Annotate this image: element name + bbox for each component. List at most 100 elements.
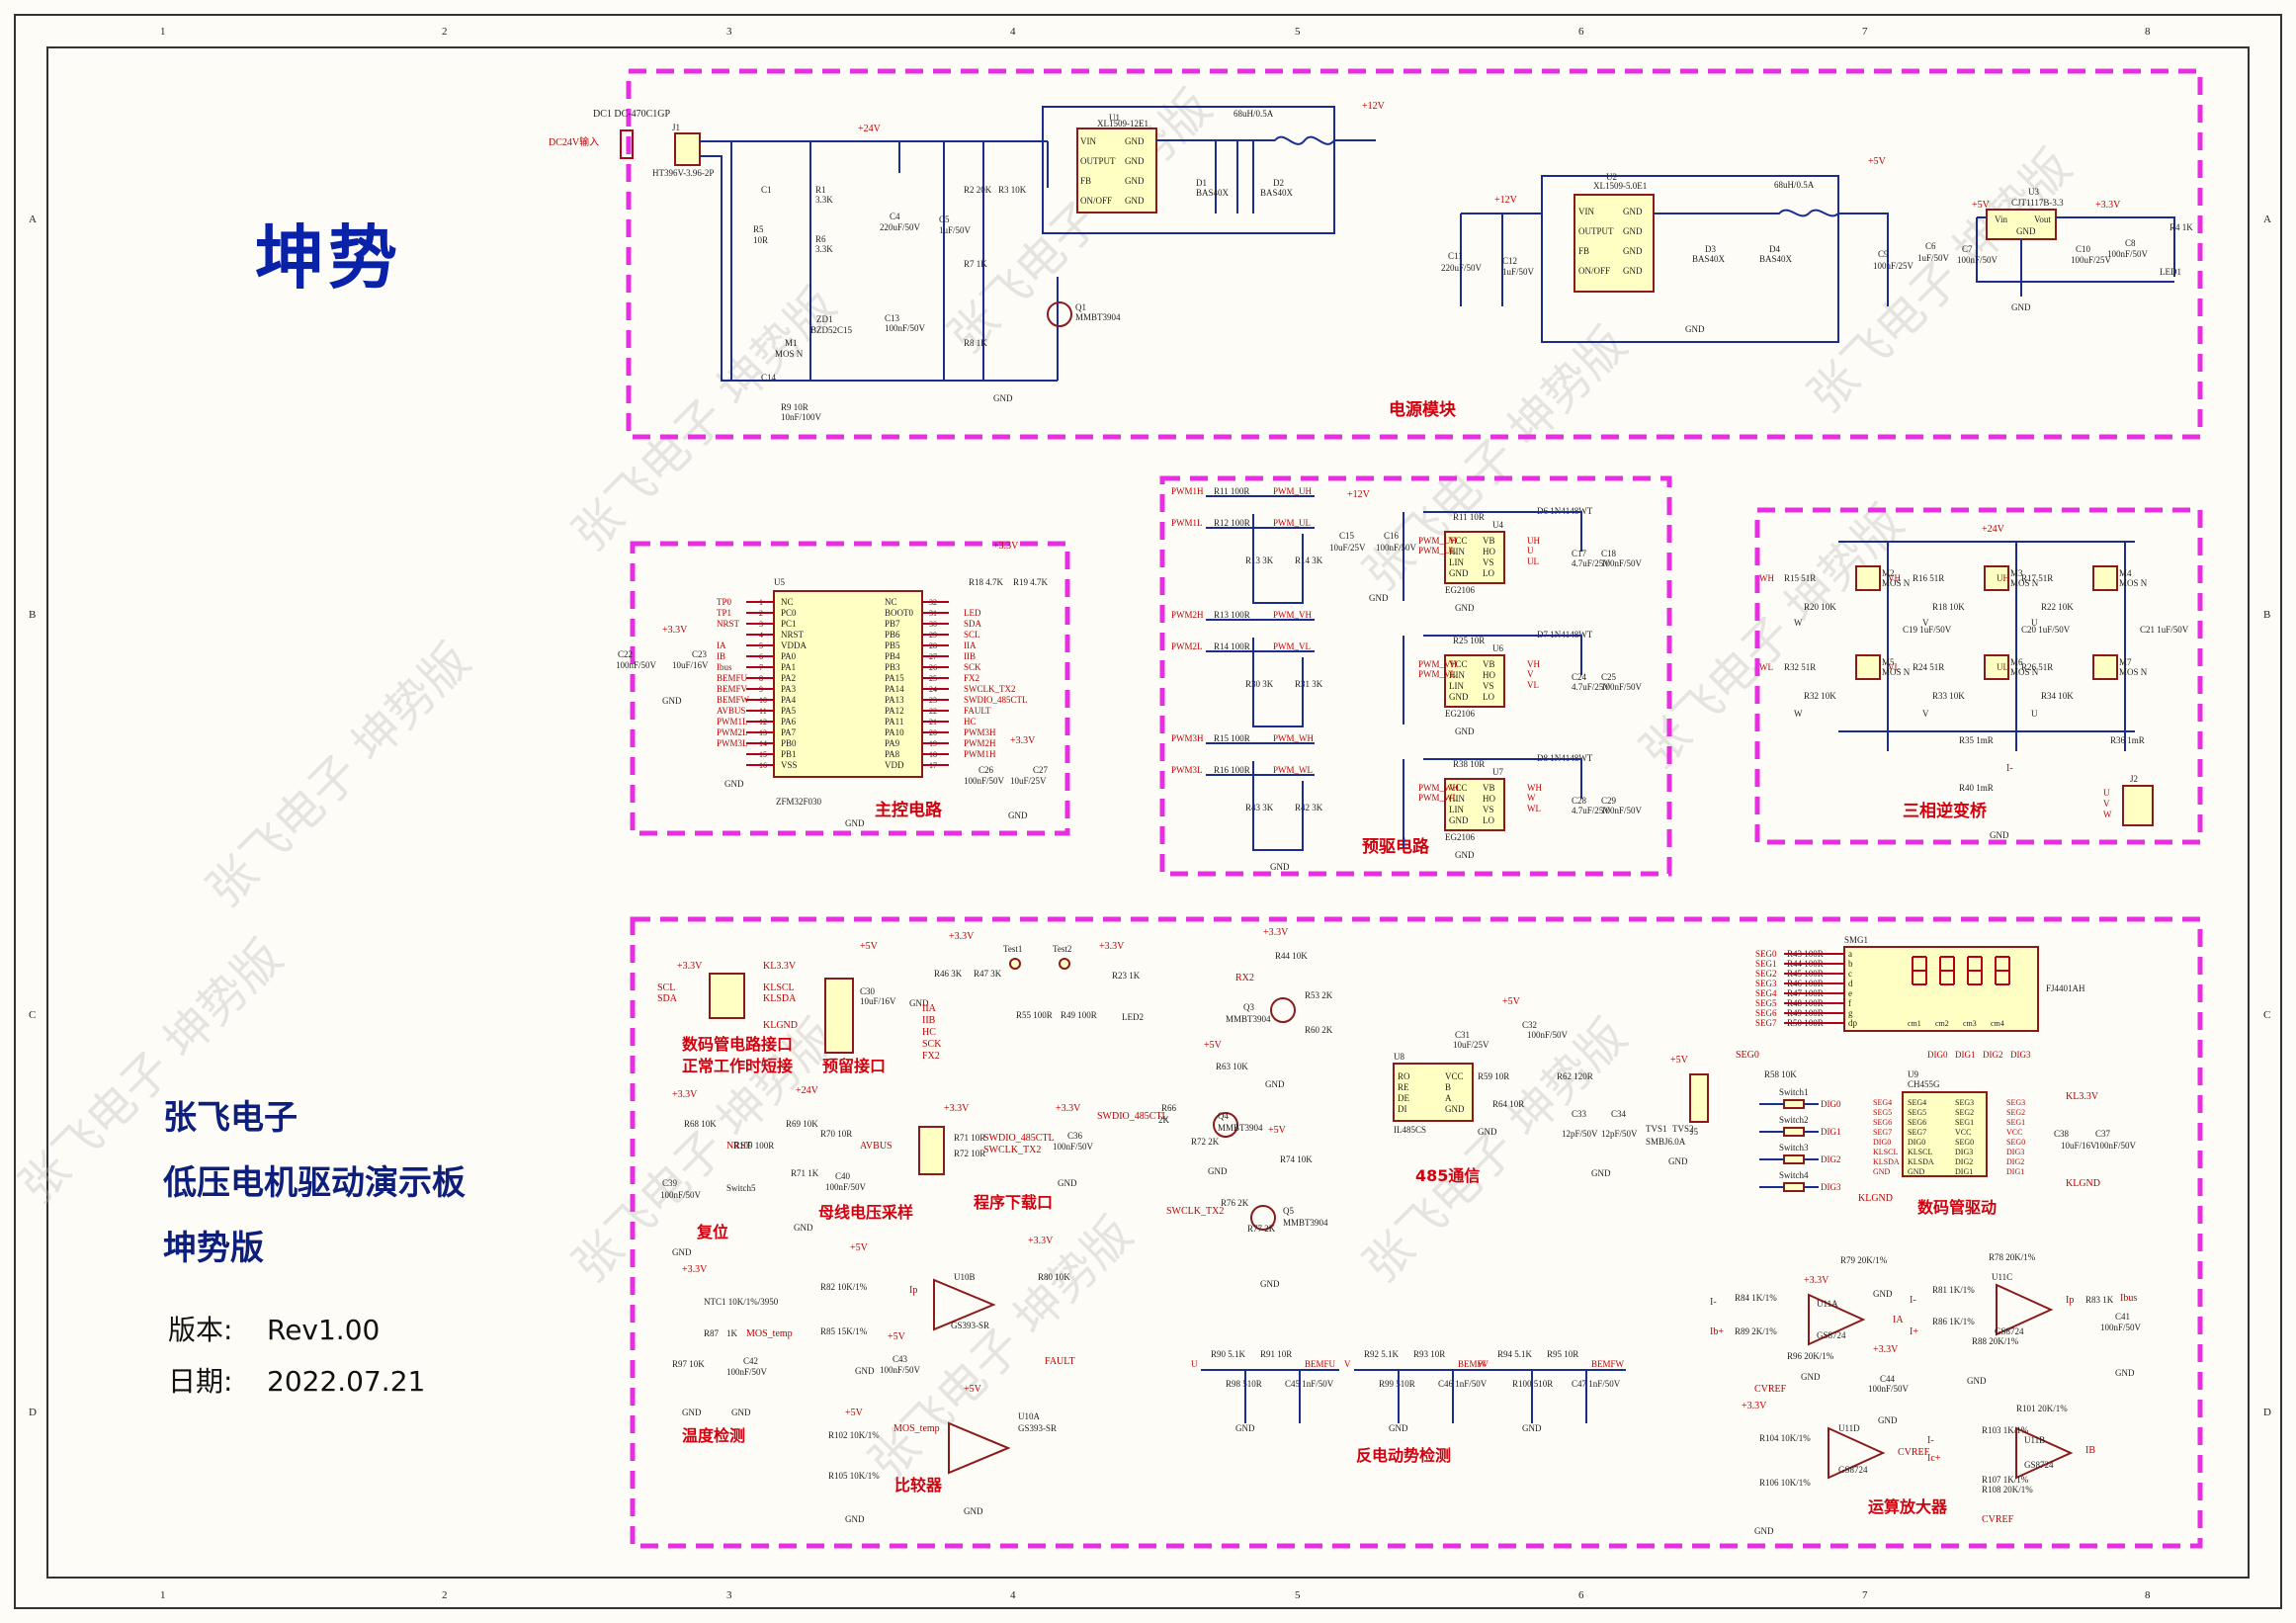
svg-text:HT396V-3.96-2P: HT396V-3.96-2P	[652, 168, 714, 178]
mcu-net-label: SCL	[964, 630, 980, 640]
svg-text:R19 4.7K: R19 4.7K	[1013, 577, 1049, 587]
reg-pin-label: OUTPUT	[1578, 226, 1614, 236]
mosfet-ref: M4	[2119, 568, 2132, 578]
driver-out-label: UH	[1527, 536, 1540, 546]
column-marker: 6	[1578, 26, 1584, 38]
pulldown-resistor: R14 3K	[1295, 555, 1323, 565]
svg-text:C39: C39	[662, 1178, 678, 1188]
driver-pin-label: HO	[1483, 794, 1495, 804]
driver-pin-label: VCC	[1449, 659, 1468, 669]
driver-wire	[1403, 758, 1582, 848]
svg-text:KLSDA: KLSDA	[763, 993, 797, 1004]
svg-text:CVREF: CVREF	[1754, 1384, 1787, 1395]
svg-text:R72 2K: R72 2K	[1191, 1137, 1220, 1147]
rs485-pin-label: VCC	[1445, 1071, 1464, 1081]
svg-text:C1: C1	[761, 185, 772, 195]
rs485-pin-label: B	[1445, 1082, 1451, 1092]
predriver-title: 预驱电路	[1362, 836, 1430, 857]
driver-pin-label: LIN	[1449, 805, 1464, 814]
u5-mcu	[773, 590, 923, 778]
mcu-pin-label: PA14	[885, 684, 904, 694]
mcu-net-label: PWM1H	[964, 749, 996, 759]
svg-text:BAS40X: BAS40X	[1260, 188, 1294, 198]
svg-text:+3.3V: +3.3V	[949, 931, 975, 942]
reg-pin-label: VIN	[1578, 207, 1594, 216]
driver-pin-label: LO	[1483, 815, 1494, 825]
svg-text:+3.3V: +3.3V	[1028, 1236, 1054, 1246]
mcu-pin-label: PB4	[885, 651, 900, 661]
u11a-opamp	[1808, 1293, 1866, 1346]
mcu-pin-label: PA5	[781, 706, 797, 716]
bootstrap-cap: C18	[1601, 549, 1617, 558]
svg-text:GS8724: GS8724	[1838, 1465, 1868, 1475]
mcu-pin-label: PA12	[885, 706, 904, 716]
svg-text:GND: GND	[1967, 1376, 1987, 1386]
svg-text:GND: GND	[855, 1366, 875, 1376]
svg-text:R85 15K/1%: R85 15K/1%	[820, 1326, 868, 1336]
switch-label: Switch4	[1779, 1170, 1809, 1180]
svg-text:+3.3V: +3.3V	[1099, 941, 1125, 952]
column-marker: 4	[1010, 1589, 1016, 1601]
gate-driver-ic	[1444, 531, 1505, 584]
seg-net-label: SEG1	[1755, 959, 1777, 969]
svg-text:CVREF: CVREF	[1898, 1447, 1930, 1458]
phase-label: V	[1922, 709, 1929, 719]
svg-text:GND: GND	[1873, 1289, 1893, 1299]
pwm-net-label: PWM2H	[1171, 610, 1204, 620]
mcu-net-label: NRST	[717, 619, 740, 629]
svg-text:反电动势检测: 反电动势检测	[1356, 1446, 1451, 1465]
u1-frame	[1042, 106, 1335, 234]
svg-text:J2: J2	[2130, 774, 2138, 784]
svg-text:12pF/50V: 12pF/50V	[1601, 1129, 1638, 1139]
svg-text:+5V: +5V	[1670, 1055, 1689, 1066]
svg-text:GND: GND	[2016, 226, 2036, 236]
svg-text:1uF/50V: 1uF/50V	[1917, 253, 1950, 263]
driver-pin-label: VB	[1483, 659, 1495, 669]
rs485-pin-label: GND	[1445, 1104, 1465, 1114]
mcu-net-label: SWDIO_485CTL	[964, 695, 1028, 705]
svg-text:+24V: +24V	[796, 1085, 819, 1096]
svg-text:BZD52C15: BZD52C15	[810, 325, 853, 335]
svg-text:GS8724: GS8724	[2024, 1460, 2054, 1470]
svg-text:3.3K: 3.3K	[815, 195, 833, 205]
inner-frame	[46, 46, 2250, 1579]
svg-text:Switch5: Switch5	[726, 1183, 756, 1193]
svg-text:U1: U1	[1109, 113, 1120, 123]
svg-text:C10: C10	[2076, 244, 2091, 254]
svg-text:68uH/0.5A: 68uH/0.5A	[1774, 180, 1815, 190]
svg-text:R102 10K/1%: R102 10K/1%	[828, 1430, 880, 1440]
svg-text:R82 10K/1%: R82 10K/1%	[820, 1282, 868, 1292]
dc-jack-symbol	[620, 129, 634, 159]
phase-label: W	[1794, 709, 1803, 719]
svg-text:100nF/50V: 100nF/50V	[660, 1190, 702, 1200]
bootstrap-cap: C28	[1572, 796, 1587, 806]
svg-text:C44: C44	[1880, 1374, 1896, 1384]
gate-pulldown: R18 10K	[1932, 602, 1965, 612]
svg-text:GS8724: GS8724	[1995, 1326, 2024, 1336]
phase-out-label: U	[2103, 788, 2110, 798]
driver-pin-label: GND	[1449, 815, 1469, 825]
bridge-cap: C21 1uF/50V	[2140, 625, 2189, 635]
svg-text:100nF/50V: 100nF/50V	[1868, 1384, 1910, 1394]
version-value: Rev1.00	[267, 1314, 381, 1346]
svg-text:C22: C22	[618, 649, 633, 659]
bootstrap-cap: 100nF/50V	[1601, 806, 1643, 815]
svg-text:+3.3V: +3.3V	[1056, 1103, 1081, 1114]
svg-text:TVS2: TVS2	[1672, 1124, 1694, 1134]
mcu-net-label: IIB	[964, 651, 976, 661]
svg-text:XL1509-5.0E1: XL1509-5.0E1	[1593, 181, 1647, 191]
ch455-pin-label: KLSCL	[1908, 1148, 1932, 1156]
power-module: 电源模块 DC1 DC-470C1GP DC24V输入 J1 HT396V-3.…	[549, 68, 2203, 440]
svg-text:KL3.3V: KL3.3V	[2066, 1091, 2099, 1102]
driver-pin-label: LO	[1483, 692, 1494, 702]
driver-part: EG2106	[1445, 709, 1475, 719]
bemf-net-label: BEMFU	[1305, 1359, 1336, 1369]
series-resistor: R13 100R	[1214, 610, 1250, 620]
ch455-pin-labels: SEG4SEG4SEG5SEG5SEG6SEG6SEG7SEG7DIG0DIG0…	[1873, 1098, 2025, 1176]
mcu-pin-label: NC	[885, 597, 897, 607]
bemf-wire	[1488, 1369, 1626, 1423]
seg-pin-label: d	[1848, 979, 1853, 988]
ch455-pin-label: VCC	[1955, 1128, 1971, 1137]
